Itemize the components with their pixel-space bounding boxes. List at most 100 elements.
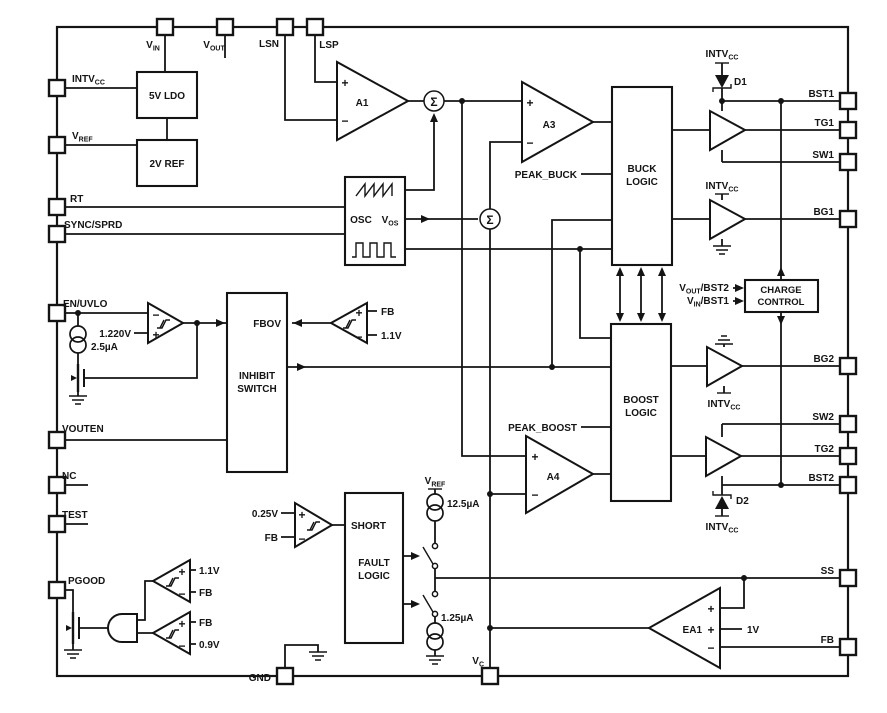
bst1-pin-label: BST1 bbox=[808, 89, 834, 100]
intvcc-bg2-label: INTVCC bbox=[708, 399, 741, 412]
cc-input-1-label: VOUT/BST2 bbox=[679, 283, 729, 296]
uv-comp-plus: + bbox=[178, 617, 185, 631]
pin-lsn bbox=[275, 17, 295, 37]
cc-input-2-label: VIN/BST1 bbox=[687, 296, 729, 309]
wire-top-pins bbox=[164, 35, 337, 121]
ldo-block-label: 5V LDO bbox=[149, 91, 185, 102]
pin-test bbox=[47, 514, 67, 534]
wire-ea1 bbox=[490, 578, 840, 648]
arrowheads bbox=[216, 113, 785, 608]
a4-label: A4 bbox=[547, 472, 560, 483]
summing-nodes bbox=[423, 90, 501, 230]
pin-fb bbox=[838, 637, 858, 657]
a3-label: A3 bbox=[543, 120, 556, 131]
blocks bbox=[135, 70, 820, 645]
ov-comp-minus: − bbox=[178, 587, 185, 601]
pin-tg1 bbox=[838, 120, 858, 140]
sigma-node-1 bbox=[423, 90, 445, 112]
ldo-block bbox=[135, 70, 199, 120]
ss-pulldown-current-label: 1.25µA bbox=[441, 613, 473, 624]
boost-logic-label-2: LOGIC bbox=[625, 408, 657, 419]
ea1-ref-label: 1V bbox=[747, 625, 760, 636]
short-comp-minus: − bbox=[298, 532, 305, 546]
pin-bst2 bbox=[838, 475, 858, 495]
vout-pin-label: VOUT bbox=[203, 40, 225, 53]
a3-minus: − bbox=[526, 136, 533, 150]
wire-boost-drivers bbox=[671, 344, 840, 516]
hysteresis-icon bbox=[166, 577, 179, 587]
boost-logic-block bbox=[609, 322, 673, 503]
test-pin-label: TEST bbox=[62, 510, 88, 521]
squarewave-icon bbox=[352, 242, 396, 258]
pin-bst1 bbox=[838, 91, 858, 111]
pin-vref bbox=[47, 135, 67, 155]
vos-label: VOS bbox=[382, 215, 399, 228]
tg1-pin-label: TG1 bbox=[815, 118, 835, 129]
pin-ss bbox=[838, 568, 858, 588]
sw2-pin-label: SW2 bbox=[812, 412, 834, 423]
short-fb-label: FB bbox=[265, 533, 278, 544]
pin-rt bbox=[47, 197, 67, 217]
en-uvlo-pin-label: EN/UVLO bbox=[63, 299, 108, 310]
vouten-pin-label: VOUTEN bbox=[62, 424, 104, 435]
rt-pin-label: RT bbox=[70, 194, 83, 205]
ground-icon bbox=[64, 649, 82, 659]
pgood-pin-label: PGOOD bbox=[68, 576, 105, 587]
wire-gnd-internal bbox=[284, 644, 319, 667]
pin-vin bbox=[155, 17, 175, 37]
osc-block-label: OSC bbox=[350, 215, 372, 226]
en-comp-minus: − bbox=[152, 308, 159, 322]
ground-up-icon bbox=[715, 335, 733, 345]
en-current-label: 2.5µA bbox=[91, 342, 118, 353]
a1-minus: − bbox=[341, 114, 348, 128]
fbov-fb-label: FB bbox=[381, 307, 394, 318]
ea1-plus-ref: + bbox=[707, 623, 714, 637]
fault-logic-label-2: LOGIC bbox=[358, 571, 390, 582]
intvcc-bg1-label: INTVCC bbox=[706, 181, 739, 194]
short-comparator bbox=[294, 501, 334, 549]
boost-logic-label-1: BOOST bbox=[623, 395, 659, 406]
pin-en-uvlo bbox=[47, 303, 67, 323]
lsp-pin-label: LSP bbox=[319, 40, 339, 51]
gnd-pin-label: GND bbox=[249, 673, 271, 684]
wire-fault-chain bbox=[403, 489, 840, 656]
charge-control-block bbox=[743, 278, 820, 314]
pin-vout bbox=[215, 17, 235, 37]
sawtooth-icon bbox=[355, 181, 393, 199]
buck-logic-label-1: BUCK bbox=[628, 164, 658, 175]
junction-dots bbox=[75, 98, 784, 631]
ground-icon bbox=[713, 245, 731, 255]
ss-pin-label: SS bbox=[821, 566, 835, 577]
fb-pin-label: FB bbox=[821, 635, 834, 646]
pin-gnd bbox=[275, 666, 295, 686]
en-threshold-label: 1.220V bbox=[99, 329, 131, 340]
d1-label: D1 bbox=[734, 77, 747, 88]
inhibit-switch-label-2: SWITCH bbox=[237, 384, 276, 395]
short-threshold-label: 0.25V bbox=[252, 509, 278, 520]
a3-amp bbox=[521, 80, 596, 164]
ground-icon bbox=[69, 395, 87, 405]
en-mosfet bbox=[71, 364, 85, 392]
fbov-label: FBOV bbox=[253, 319, 281, 330]
peak-boost-label: PEAK_BOOST bbox=[508, 423, 577, 434]
ref-block bbox=[135, 138, 199, 188]
sw1-pin-label: SW1 bbox=[812, 150, 834, 161]
inhibit-switch-block bbox=[225, 291, 289, 474]
ss-discharge-switch bbox=[422, 590, 439, 618]
sigma-2-glyph: Σ bbox=[486, 213, 493, 227]
vref-pin-label: VREF bbox=[72, 131, 93, 144]
fault-logic-label-1: FAULT bbox=[358, 558, 389, 569]
ss-pullup-current-label: 12.5µA bbox=[447, 499, 479, 510]
hysteresis-icon bbox=[343, 319, 356, 329]
pgood-mosfet bbox=[66, 612, 80, 644]
a4-minus: − bbox=[531, 488, 538, 502]
ea1-label: EA1 bbox=[683, 625, 703, 636]
sigma-1-glyph: Σ bbox=[430, 95, 437, 109]
d2-diode bbox=[712, 491, 732, 517]
ss-charge-switch bbox=[422, 542, 439, 570]
pin-nc bbox=[47, 475, 67, 495]
ea1-amp bbox=[646, 586, 721, 670]
wire-charge-control bbox=[733, 101, 782, 485]
uv-fb-label: FB bbox=[199, 618, 212, 629]
a1-plus: + bbox=[341, 76, 348, 90]
